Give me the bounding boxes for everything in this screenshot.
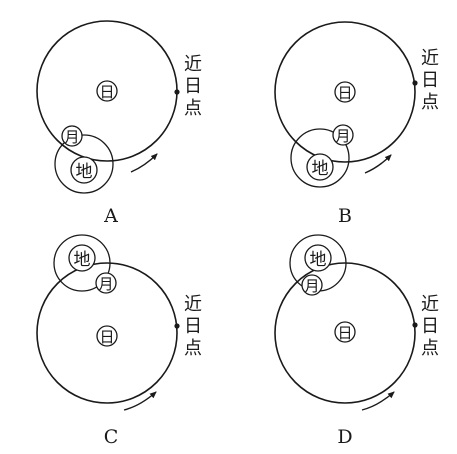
orbit-direction-arrow <box>123 391 157 411</box>
moon: 月 <box>95 272 117 294</box>
panel-b: 日 月 地 近 日 点 B <box>274 21 439 227</box>
moon-label: 月 <box>304 277 319 295</box>
perihelion-dot <box>412 80 418 86</box>
perihelion-char-1: 近 <box>184 54 202 75</box>
earth-label: 地 <box>312 159 329 179</box>
moon-orbit <box>54 134 114 194</box>
sun: 日 <box>96 325 118 347</box>
sun-label: 日 <box>99 328 114 346</box>
perihelion-char-1: 近 <box>421 294 439 315</box>
orbit-direction-arrow <box>361 391 395 411</box>
sun-circle <box>96 80 118 102</box>
earth-label: 地 <box>74 250 91 270</box>
earth: 地 <box>68 244 96 272</box>
perihelion-char-3: 点 <box>184 98 202 119</box>
orbit-direction-arrow <box>364 154 392 174</box>
earth-orbit <box>36 262 178 404</box>
sun-circle <box>334 81 356 103</box>
panel-d: 日 地 月 近 日 点 D <box>274 234 439 448</box>
panel-label: A <box>103 205 118 227</box>
earth-circle <box>68 244 96 272</box>
earth-circle <box>306 153 334 181</box>
perihelion-label: 近 日 点 <box>184 54 202 119</box>
sun-label: 日 <box>99 83 114 101</box>
moon-circle <box>95 272 117 294</box>
panel-label: B <box>338 205 352 227</box>
moon-circle <box>301 274 323 296</box>
moon-label: 月 <box>98 275 113 293</box>
perihelion-char-2: 日 <box>184 316 202 337</box>
perihelion-dot <box>174 323 180 329</box>
perihelion-char-3: 点 <box>184 338 202 359</box>
perihelion-char-3: 点 <box>421 92 439 113</box>
sun: 日 <box>334 321 356 343</box>
moon: 月 <box>61 125 83 147</box>
panel-a: 日 月 地 近 日 点 A <box>36 20 202 227</box>
perihelion-char-1: 近 <box>184 294 202 315</box>
moon-label: 月 <box>64 128 79 146</box>
sun: 日 <box>334 81 356 103</box>
earth-orbit <box>274 21 416 163</box>
earth-orbit <box>274 262 416 404</box>
panel-label: C <box>104 426 119 448</box>
sun-circle <box>334 321 356 343</box>
moon-orbit <box>53 234 111 292</box>
orbit-direction-arrow <box>130 153 158 173</box>
moon-orbit <box>290 128 350 188</box>
earth-label: 地 <box>76 162 93 182</box>
earth: 地 <box>70 156 98 184</box>
perihelion-dot <box>174 89 180 95</box>
sun: 日 <box>96 80 118 102</box>
earth: 地 <box>304 244 332 272</box>
moon: 月 <box>301 274 323 296</box>
sun-label: 日 <box>337 84 352 102</box>
moon: 月 <box>332 124 354 146</box>
perihelion-label: 近 日 点 <box>184 294 202 359</box>
perihelion-char-2: 日 <box>421 70 439 91</box>
perihelion-dot <box>412 322 418 328</box>
sun-circle <box>96 325 118 347</box>
panel-label: D <box>337 426 352 448</box>
perihelion-char-2: 日 <box>184 76 202 97</box>
perihelion-label: 近 日 点 <box>421 48 439 113</box>
earth-circle <box>304 244 332 272</box>
moon-circle <box>61 125 83 147</box>
perihelion-label: 近 日 点 <box>421 294 439 359</box>
sun-label: 日 <box>337 324 352 342</box>
earth: 地 <box>306 153 334 181</box>
earth-circle <box>70 156 98 184</box>
moon-circle <box>332 124 354 146</box>
moon-label: 月 <box>335 127 350 145</box>
earth-label: 地 <box>310 250 327 270</box>
panel-c: 日 地 月 近 日 点 C <box>36 234 202 448</box>
perihelion-char-3: 点 <box>421 338 439 359</box>
perihelion-char-2: 日 <box>421 316 439 337</box>
perihelion-char-1: 近 <box>421 48 439 69</box>
